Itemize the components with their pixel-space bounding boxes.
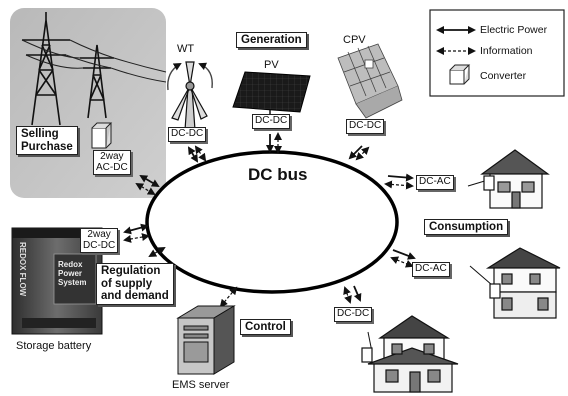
pv-panel-icon <box>232 71 311 113</box>
house-mid-converter: DC-AC <box>412 262 450 277</box>
house-mid-power-arrow <box>392 249 416 260</box>
wind-turbine-icon <box>171 61 208 131</box>
rotation-arrows-icon <box>167 62 213 91</box>
battery-sub-line-1: Redox <box>58 260 83 269</box>
wt-power-arrow <box>187 146 199 163</box>
house-top-info-arrow <box>384 180 414 190</box>
grid-area-background <box>10 8 166 198</box>
dc-bus-label: DC bus <box>248 165 308 184</box>
storage-power-arrow <box>123 223 149 235</box>
grid-converter: 2way AC-DC <box>93 150 131 175</box>
consumption-label: Consumption <box>424 219 509 235</box>
battery-sub-text: Redox Power System <box>58 260 86 288</box>
storage-converter: 2way DC-DC <box>80 228 119 253</box>
ems-server-icon <box>176 305 236 375</box>
house-bottom-converter: DC-DC <box>334 307 373 322</box>
wt-label: WT <box>177 43 195 55</box>
ems-server-label: EMS server <box>172 379 230 391</box>
legend-electric-power: Electric Power <box>480 24 548 36</box>
power-lines <box>21 39 167 83</box>
converter-cube-icon <box>91 122 113 149</box>
grid-converter-line-2: AC-DC <box>96 161 128 173</box>
regulation-info-arrow <box>148 247 166 257</box>
house-bottom-info-arrow <box>343 286 352 304</box>
pv-label: PV <box>264 59 279 71</box>
house-mid-info-arrow <box>390 256 414 268</box>
battery-sub-line-2: Power <box>58 269 83 279</box>
transmission-tower-icon <box>22 12 114 126</box>
legend-information: Information <box>480 45 533 57</box>
selling-purchase-label: Selling Purchase <box>16 126 78 156</box>
regulation-line-2: of supply <box>101 277 153 290</box>
house-top-converter: DC-AC <box>416 175 454 190</box>
house-top-icon <box>480 149 550 209</box>
storage-info-arrow <box>123 233 150 243</box>
selling-text: Selling <box>21 128 59 140</box>
house-bottom-icon <box>361 315 459 393</box>
storage-converter-line-1: 2way <box>87 229 111 240</box>
cpv-label: CPV <box>343 34 366 46</box>
house-mid-link <box>469 265 493 286</box>
house-bottom-power-arrow <box>353 285 362 302</box>
regulation-label: Regulation of supply and demand <box>96 263 174 305</box>
storage-converter-line-2: DC-DC <box>83 239 116 251</box>
regulation-line-3: and demand <box>101 290 169 303</box>
cpv-array-icon <box>337 43 403 119</box>
house-top-power-arrow <box>387 173 414 182</box>
house-mid-icon <box>485 247 561 319</box>
legend-converter: Converter <box>480 70 527 82</box>
grid-info-arrow <box>135 182 156 196</box>
cpv-converter: DC-DC <box>346 119 385 134</box>
storage-battery-label: Storage battery <box>16 340 92 352</box>
ems-info-arrow <box>219 286 238 308</box>
battery-sub-line-3: System <box>58 278 87 288</box>
wt-info-arrow <box>194 145 207 162</box>
generation-label: Generation <box>236 32 307 48</box>
control-label: Control <box>240 319 291 335</box>
purchase-text: Purchase <box>21 140 73 153</box>
regulation-line-1: Regulation <box>101 265 161 277</box>
wt-converter: DC-DC <box>168 127 207 142</box>
legend-converter-cube-icon <box>449 64 471 85</box>
grid-converter-line-1: 2way <box>100 151 124 162</box>
cpv-info-arrow <box>355 146 370 161</box>
battery-brand-text: REDOX FLOW <box>18 242 27 297</box>
legend <box>429 9 565 97</box>
pv-converter: DC-DC <box>252 114 291 129</box>
